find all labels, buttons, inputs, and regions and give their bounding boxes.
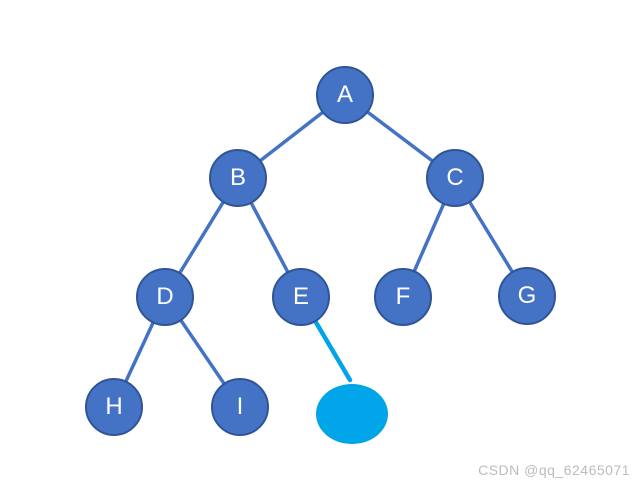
watermark: CSDN @qq_62465071 <box>478 462 630 478</box>
node-label-D: D <box>156 283 174 310</box>
tree-node-new-unlabeled <box>316 384 388 444</box>
node-label-I: I <box>236 393 244 420</box>
node-label-B: B <box>229 164 246 191</box>
node-label-C: C <box>446 164 464 191</box>
tree-node-H: H <box>85 378 143 436</box>
node-label-H: H <box>105 393 123 420</box>
tree-node-A: A <box>316 66 374 124</box>
tree-node-F: F <box>374 268 432 326</box>
node-label-A: A <box>336 81 353 108</box>
tree-node-D: D <box>136 268 194 326</box>
tree-node-B: B <box>209 149 267 207</box>
tree-node-G: G <box>498 267 556 325</box>
node-label-E: E <box>292 283 309 310</box>
node-label-G: G <box>517 282 537 309</box>
node-label-F: F <box>395 283 411 310</box>
tree-node-I: I <box>211 378 269 436</box>
tree-node-C: C <box>426 149 484 207</box>
tree-node-E: E <box>272 268 330 326</box>
